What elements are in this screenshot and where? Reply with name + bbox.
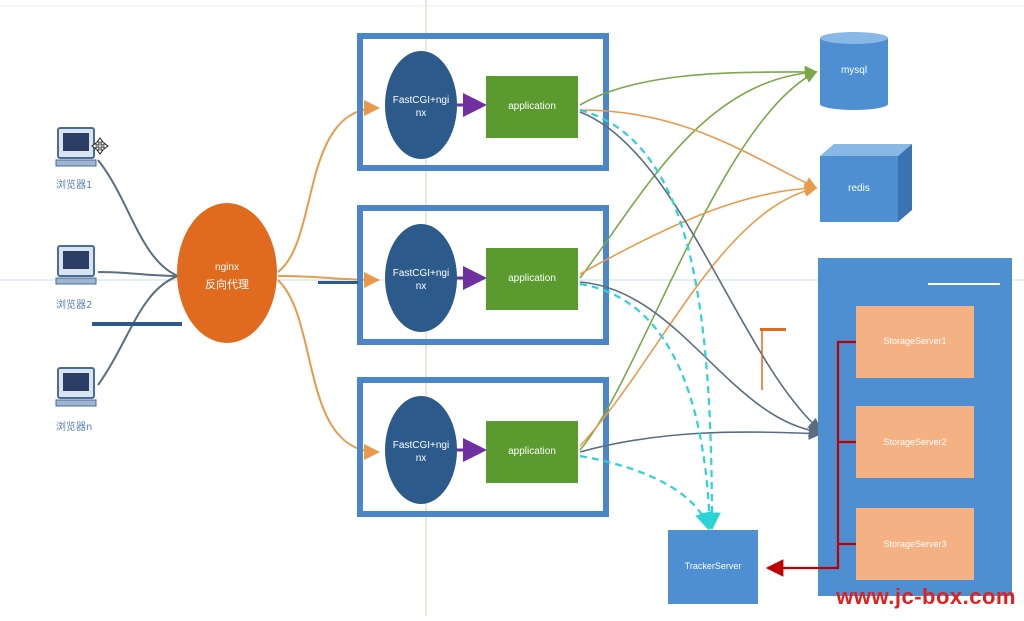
computer-icon — [55, 245, 97, 285]
application-label-1: application — [508, 101, 556, 112]
fastcgi-label-1b: nx — [415, 108, 427, 119]
fastcgi-label-3a: FastCGI+ngi — [392, 440, 450, 451]
client-label-1: 浏览器1 — [56, 180, 93, 191]
connector-app2-mysql — [579, 66, 818, 279]
connector-client1-proxy — [97, 159, 179, 277]
server-group-3 — [357, 377, 609, 517]
proxy-label-name: nginx — [215, 262, 239, 273]
connector-proxy-server1 — [277, 100, 380, 273]
decorative-bar — [92, 322, 182, 326]
client-label-2: 浏览器2 — [56, 300, 93, 311]
storage-server-1 — [856, 306, 974, 378]
watermark: www.jc-box.com — [836, 584, 1016, 609]
redis-cube-icon — [820, 144, 912, 222]
connector-app2-tracker — [579, 282, 719, 531]
server-group-1 — [357, 33, 609, 171]
connector-app2-redis — [579, 181, 818, 275]
fastcgi-label-3b: nx — [415, 453, 427, 464]
client-label-3: 浏览器n — [56, 422, 93, 433]
fastcgi-node-1 — [385, 51, 457, 159]
mysql-database-icon — [820, 32, 888, 110]
redis-label: redis — [848, 183, 870, 194]
decorative-bar — [318, 281, 358, 284]
connector-app3-redis — [579, 184, 818, 447]
tracker-server — [668, 530, 758, 604]
fastcgi-node-3 — [385, 396, 457, 504]
connector-app2-storage — [579, 281, 822, 437]
connector-client2-proxy — [97, 271, 179, 277]
nginx-proxy-node — [177, 203, 277, 343]
application-label-2: application — [508, 273, 556, 284]
connector-app1-mysql — [579, 65, 818, 106]
decorative-bar — [760, 328, 786, 331]
connector-proxy-server2 — [277, 271, 380, 288]
computer-icon — [55, 367, 97, 407]
fastcgi-label-2b: nx — [415, 281, 427, 292]
connector-proxy-server3 — [277, 279, 380, 460]
storage-server-label-3: StorageServer3 — [883, 539, 947, 549]
fastcgi-node-2 — [385, 224, 457, 332]
proxy-label-role: 反向代理 — [205, 278, 249, 291]
mysql-label: mysql — [840, 65, 868, 76]
fastcgi-label-1a: FastCGI+ngi — [392, 95, 450, 106]
connector-app1-storage — [579, 111, 822, 432]
tracker-server-label: TrackerServer — [684, 561, 742, 571]
computer-icon — [55, 127, 97, 167]
storage-server-2 — [856, 406, 974, 478]
application-box-3 — [486, 421, 578, 483]
server-group-2 — [357, 205, 609, 345]
connector-app3-tracker — [579, 454, 713, 531]
connector-app1-redis — [579, 109, 818, 189]
connector-app3-mysql — [579, 71, 818, 451]
move-cursor-icon — [91, 137, 109, 155]
connector-storage-tracker — [765, 340, 856, 577]
application-label-3: application — [508, 446, 556, 457]
application-box-1 — [486, 76, 578, 138]
storage-server-label-1: StorageServer1 — [883, 336, 947, 346]
storage-server-3 — [856, 508, 974, 580]
application-box-2 — [486, 248, 578, 310]
fastcgi-label-2a: FastCGI+ngi — [392, 268, 450, 279]
connector-app1-tracker — [579, 108, 721, 531]
storage-server-label-2: StorageServer2 — [883, 437, 947, 447]
connector-client3-proxy — [97, 275, 179, 386]
